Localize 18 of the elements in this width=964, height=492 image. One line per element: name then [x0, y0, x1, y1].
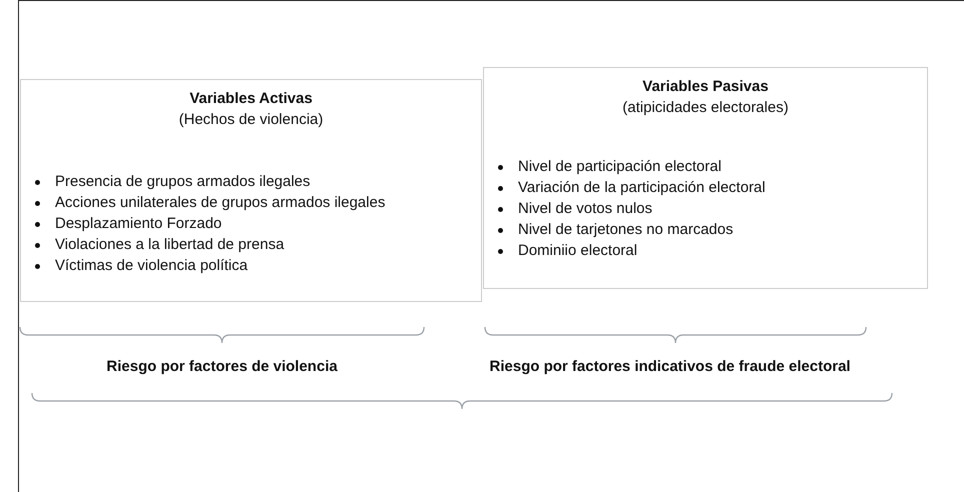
text-box	[483, 67, 928, 289]
list-item: Presencia de grupos armados ilegales	[55, 172, 310, 192]
list-item: Víctimas de violencia política	[55, 256, 248, 276]
box-heading: Variables Pasivas	[642, 78, 770, 95]
list-item: Nivel de votos nulos	[518, 199, 652, 219]
list-item: Nivel de participación electoral	[518, 157, 722, 177]
list-item: Variación de la participación electoral	[518, 178, 766, 198]
list-item: Nivel de tarjetones no marcados	[518, 220, 734, 240]
bracket-label: Riesgo por factores indicativos de fraude electoral	[490, 358, 850, 375]
list-item: Desplazamiento Forzado	[55, 214, 222, 234]
text-box	[20, 79, 482, 302]
list-item: Acciones unilaterales de grupos armados ilegales	[55, 193, 386, 213]
list-item: Violaciones a la libertad de prensa	[55, 235, 284, 255]
box-subheading: (atipicidades electorales)	[622, 99, 790, 116]
box-heading: Variables Activas	[188, 90, 314, 107]
bracket-label: Riesgo por factores de violencia	[106, 358, 338, 375]
list-item: Dominiio electoral	[518, 241, 638, 261]
box-subheading: (Hechos de violencia)	[178, 111, 324, 128]
